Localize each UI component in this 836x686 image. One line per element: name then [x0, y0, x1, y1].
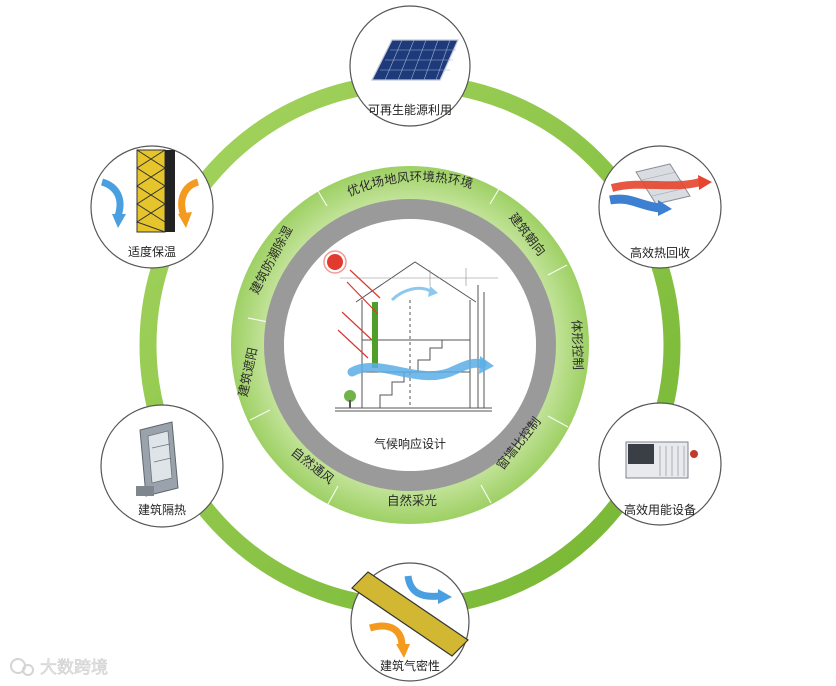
center-title: 气候响应设计: [374, 436, 446, 451]
node-moderate-insulation: 适度保温: [91, 146, 213, 268]
node-label-heat-insulation: 建筑隔热: [138, 502, 186, 517]
node-heat-recovery: 高效热回收: [599, 146, 721, 268]
watermark-text: 大数跨境: [40, 658, 108, 678]
node-label-moderate-insulation: 适度保温: [128, 244, 176, 259]
green-wall-strip: [372, 302, 378, 368]
inner-label-daylighting: 自然采光: [387, 493, 437, 508]
node-efficient-equipment: 高效用能设备: [599, 403, 721, 525]
node-renewable-energy: 可再生能源利用: [350, 6, 470, 126]
chiller-unit-icon: [626, 442, 698, 478]
inner-label-shape-control: 体形控制: [569, 320, 586, 371]
node-building-heat-insulation: 建筑隔热: [101, 405, 223, 527]
sun-icon: [327, 254, 343, 270]
node-label-renewable: 可再生能源利用: [368, 103, 452, 117]
node-airtightness: 建筑气密性: [351, 563, 469, 681]
watermark: 大数跨境: [11, 658, 108, 678]
node-label-airtightness: 建筑气密性: [380, 658, 440, 673]
node-label-heat-recovery: 高效热回收: [630, 245, 690, 260]
node-label-efficient-equipment: 高效用能设备: [624, 502, 696, 517]
